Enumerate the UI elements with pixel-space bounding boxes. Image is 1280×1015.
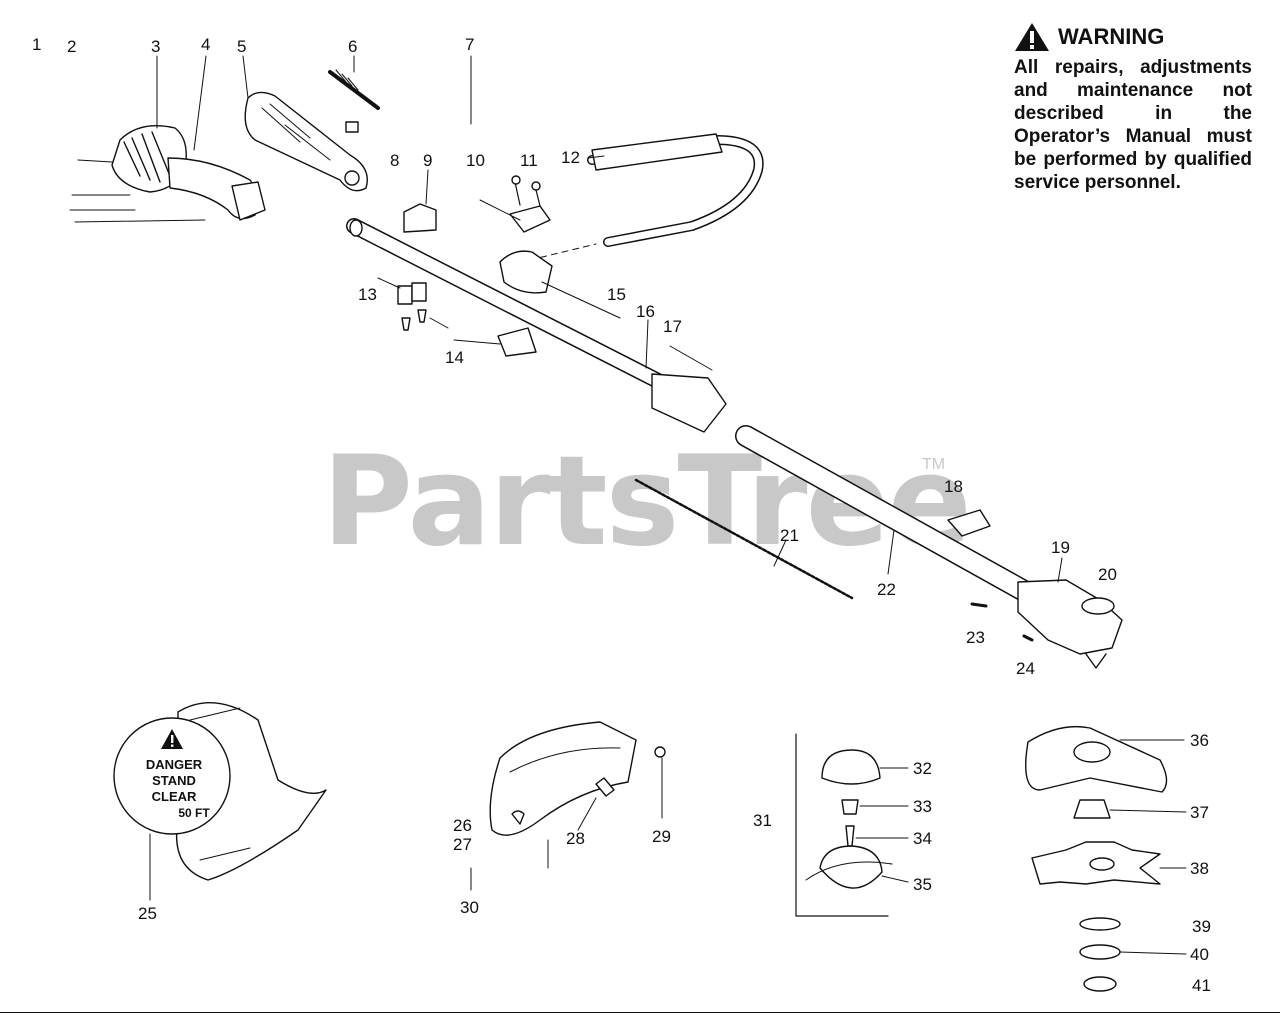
upper-drive-tube-part — [346, 218, 727, 433]
callout-1: 1 — [32, 35, 42, 54]
callout-28: 28 — [566, 829, 585, 848]
warning-text: All repairs, adjustments and maintenance… — [1014, 57, 1252, 193]
bottom-rule — [0, 1012, 1280, 1013]
screw-parts — [970, 602, 1034, 642]
callout-41: 41 — [1192, 976, 1211, 995]
callout-7: 7 — [465, 35, 475, 54]
callout-13: 13 — [358, 285, 377, 304]
callout-5: 5 — [237, 37, 247, 56]
callout-21: 21 — [780, 526, 799, 545]
decal-line: DANGER — [145, 757, 203, 772]
bracket-part-18 — [947, 509, 991, 537]
callout-19: 19 — [1051, 538, 1070, 557]
harness-part — [113, 702, 327, 881]
callout-37: 37 — [1190, 803, 1209, 822]
callout-8: 8 — [390, 151, 400, 170]
callout-24: 24 — [1016, 659, 1035, 678]
handle-clamp-part — [499, 250, 553, 294]
trimmer-head-part — [795, 733, 893, 917]
gearbox-part — [1017, 579, 1123, 669]
decal-warning-triangle-icon — [161, 729, 183, 749]
bracket-part — [509, 175, 551, 233]
deflector-part — [489, 721, 666, 836]
callout-3: 3 — [151, 37, 161, 56]
callout-38: 38 — [1190, 859, 1209, 878]
callout-4: 4 — [201, 35, 211, 54]
callout-14: 14 — [445, 348, 464, 367]
callout-27: 27 — [453, 835, 472, 854]
callout-22: 22 — [877, 580, 896, 599]
danger-decal: DANGER STAND CLEAR 50 FT — [122, 757, 226, 821]
cable-part — [328, 69, 380, 133]
callout-32: 32 — [913, 759, 932, 778]
callout-35: 35 — [913, 875, 932, 894]
watermark-trademark: TM — [922, 456, 946, 473]
callout-33: 33 — [913, 797, 932, 816]
callout-25: 25 — [138, 904, 157, 923]
leader-lines — [149, 55, 1187, 955]
callout-6: 6 — [348, 37, 358, 56]
callout-29: 29 — [652, 827, 671, 846]
warning-title: WARNING — [1058, 24, 1165, 49]
callout-16: 16 — [636, 302, 655, 321]
callout-23: 23 — [966, 628, 985, 647]
callout-2: 2 — [67, 37, 77, 56]
callout-30: 30 — [460, 898, 479, 917]
lower-tube-part — [735, 425, 1037, 603]
clip-parts — [397, 282, 537, 357]
callout-40: 40 — [1190, 945, 1209, 964]
callout-31: 31 — [753, 811, 772, 830]
callout-20: 20 — [1098, 565, 1117, 584]
decal-line: 50 FT — [178, 806, 210, 820]
drive-shaft-part — [634, 478, 854, 600]
callout-9: 9 — [423, 151, 433, 170]
callout-39: 39 — [1192, 917, 1211, 936]
decal-line: STAND — [152, 773, 196, 788]
callout-10: 10 — [466, 151, 485, 170]
callout-26: 26 — [453, 816, 472, 835]
callout-36: 36 — [1190, 731, 1209, 750]
callout-34: 34 — [913, 829, 932, 848]
decal-line: CLEAR — [151, 789, 197, 804]
throttle-housing-part — [244, 91, 368, 192]
handle-housing-part — [167, 157, 266, 221]
clamp-part — [403, 203, 437, 233]
callout-17: 17 — [663, 317, 682, 336]
warning-notice: WARNING All repairs, adjustments and mai… — [1014, 22, 1252, 194]
callout-15: 15 — [607, 285, 626, 304]
callout-18: 18 — [944, 477, 963, 496]
loop-handle-part — [529, 133, 764, 261]
warning-triangle-icon — [1015, 23, 1049, 51]
callout-11: 11 — [520, 151, 538, 170]
blade-assembly-part — [1025, 725, 1168, 992]
callout-12: 12 — [561, 148, 580, 167]
